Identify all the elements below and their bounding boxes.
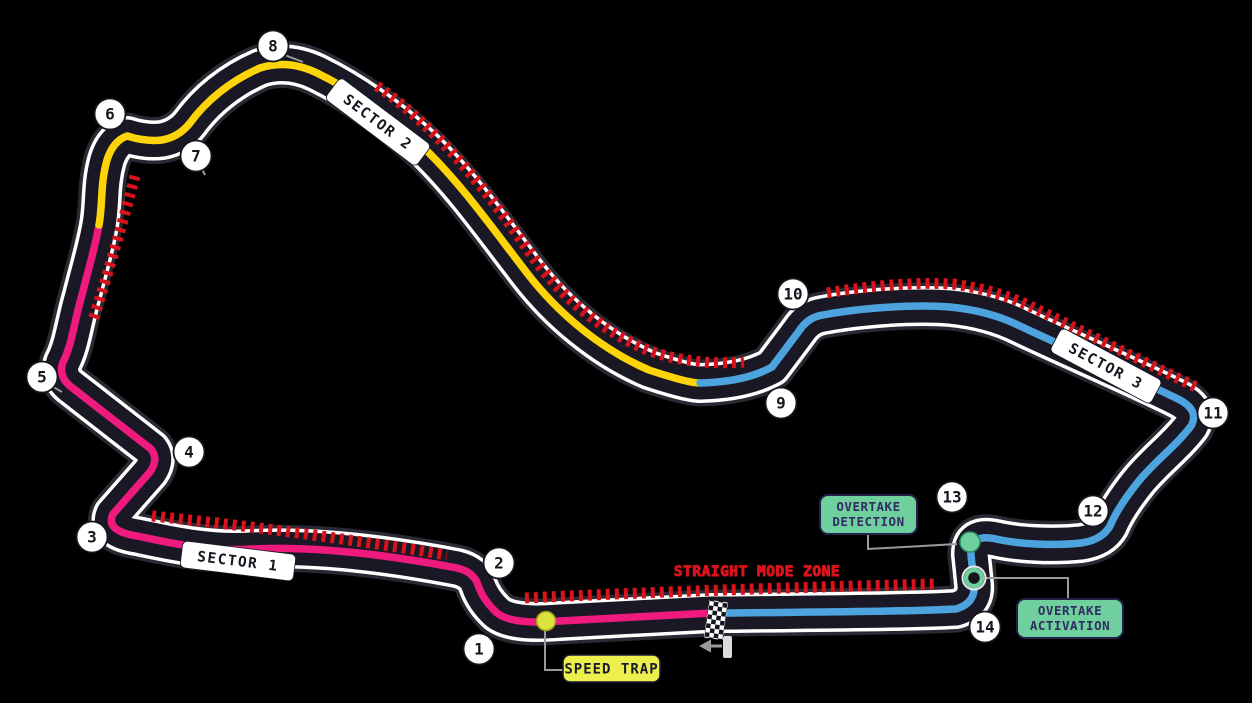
- overtake-activation-label: OVERTAKE ACTIVATION: [1016, 598, 1124, 639]
- kerb-strip-sector1: [151, 510, 448, 561]
- turn-marker-4: 4: [172, 435, 206, 469]
- kerb-strip-left-esses: [87, 174, 141, 322]
- turn-marker-label: 4: [184, 443, 194, 462]
- turn-marker-9: 9: [764, 386, 798, 420]
- turn-marker-circle: [935, 480, 969, 514]
- sector-2-line: [95, 60, 704, 387]
- sector-1-line: [57, 221, 716, 626]
- overtake-detection-dot: [959, 531, 981, 553]
- turn-marker-circle: [93, 97, 127, 131]
- turn-marker-8: 8: [256, 29, 290, 63]
- turn-marker-11: 11: [1196, 396, 1230, 430]
- svg-text:DETECTION: DETECTION: [832, 514, 904, 529]
- direction-arrow-icon: [699, 639, 722, 653]
- sector-1-label: SECTOR 1: [179, 540, 297, 582]
- turn-marker-circle: [75, 520, 109, 554]
- turn-marker-10: 10: [776, 277, 810, 311]
- speed-trap-dot: [535, 610, 557, 632]
- turn-marker-circle: [1196, 396, 1230, 430]
- overtake-detection-connector: [867, 534, 958, 551]
- turn-marker-label: 13: [942, 488, 961, 507]
- svg-text:OVERTAKE: OVERTAKE: [1038, 603, 1102, 618]
- turn-marker-1: 1: [462, 632, 496, 666]
- turn-marker-6: 6: [93, 97, 127, 131]
- turn-marker-label: 2: [494, 554, 504, 573]
- turn-marker-circle: [764, 386, 798, 420]
- turn-marker-circle: [482, 546, 516, 580]
- turn-marker-circle: [968, 610, 1002, 644]
- turn-marker-label: 11: [1203, 404, 1222, 423]
- kerb-strip-sector3: [826, 277, 1199, 392]
- svg-text:SPEED TRAP: SPEED TRAP: [564, 662, 658, 678]
- speed-trap-label: SPEED TRAP: [562, 654, 661, 683]
- turn-marker-label: 14: [975, 618, 994, 637]
- turn-marker-label: 3: [87, 528, 97, 547]
- kerb-strip-sector2-sweep: [373, 81, 745, 369]
- speed-trap-connector: [544, 628, 563, 671]
- straight-mode-zone-label: STRAIGHT MODE ZONE: [674, 564, 840, 580]
- finish-post: [723, 636, 732, 658]
- turn-marker-circle: [1076, 494, 1110, 528]
- turn-marker-label: 5: [37, 368, 47, 387]
- turn-marker-label: 7: [191, 147, 201, 166]
- turn-marker-circle: [172, 435, 206, 469]
- turn-marker-14: 14: [968, 610, 1002, 644]
- turn-marker-label: 12: [1083, 502, 1102, 521]
- svg-text:ACTIVATION: ACTIVATION: [1030, 618, 1110, 633]
- finish-line-checkered: [703, 599, 729, 641]
- turn-marker-circle: [462, 632, 496, 666]
- turn-marker-label: 10: [783, 285, 802, 304]
- overtake-activation-ring: [961, 565, 987, 591]
- turn-marker-label: 1: [474, 640, 484, 659]
- turn-marker-circle: [776, 277, 810, 311]
- overtake-activation-connector: [985, 577, 1069, 599]
- turn-marker-circle: [179, 139, 213, 173]
- turn-marker-label: 8: [268, 37, 278, 56]
- turn-marker-label: 6: [105, 105, 115, 124]
- kerb-strip-main-straight: [524, 578, 938, 604]
- turn-marker-7: 7: [179, 139, 213, 173]
- turn-marker-3: 3: [75, 520, 109, 554]
- turn-marker-13: 13: [935, 480, 969, 514]
- svg-text:OVERTAKE: OVERTAKE: [836, 499, 900, 514]
- turn-marker-2: 2: [482, 546, 516, 580]
- overtake-detection-label: OVERTAKE DETECTION: [819, 494, 918, 535]
- turn-marker-12: 12: [1076, 494, 1110, 528]
- turn-marker-circle: [25, 360, 59, 394]
- turn-marker-5: 5: [25, 360, 59, 394]
- turn-marker-label: 9: [776, 394, 786, 413]
- turn-marker-circle: [256, 29, 290, 63]
